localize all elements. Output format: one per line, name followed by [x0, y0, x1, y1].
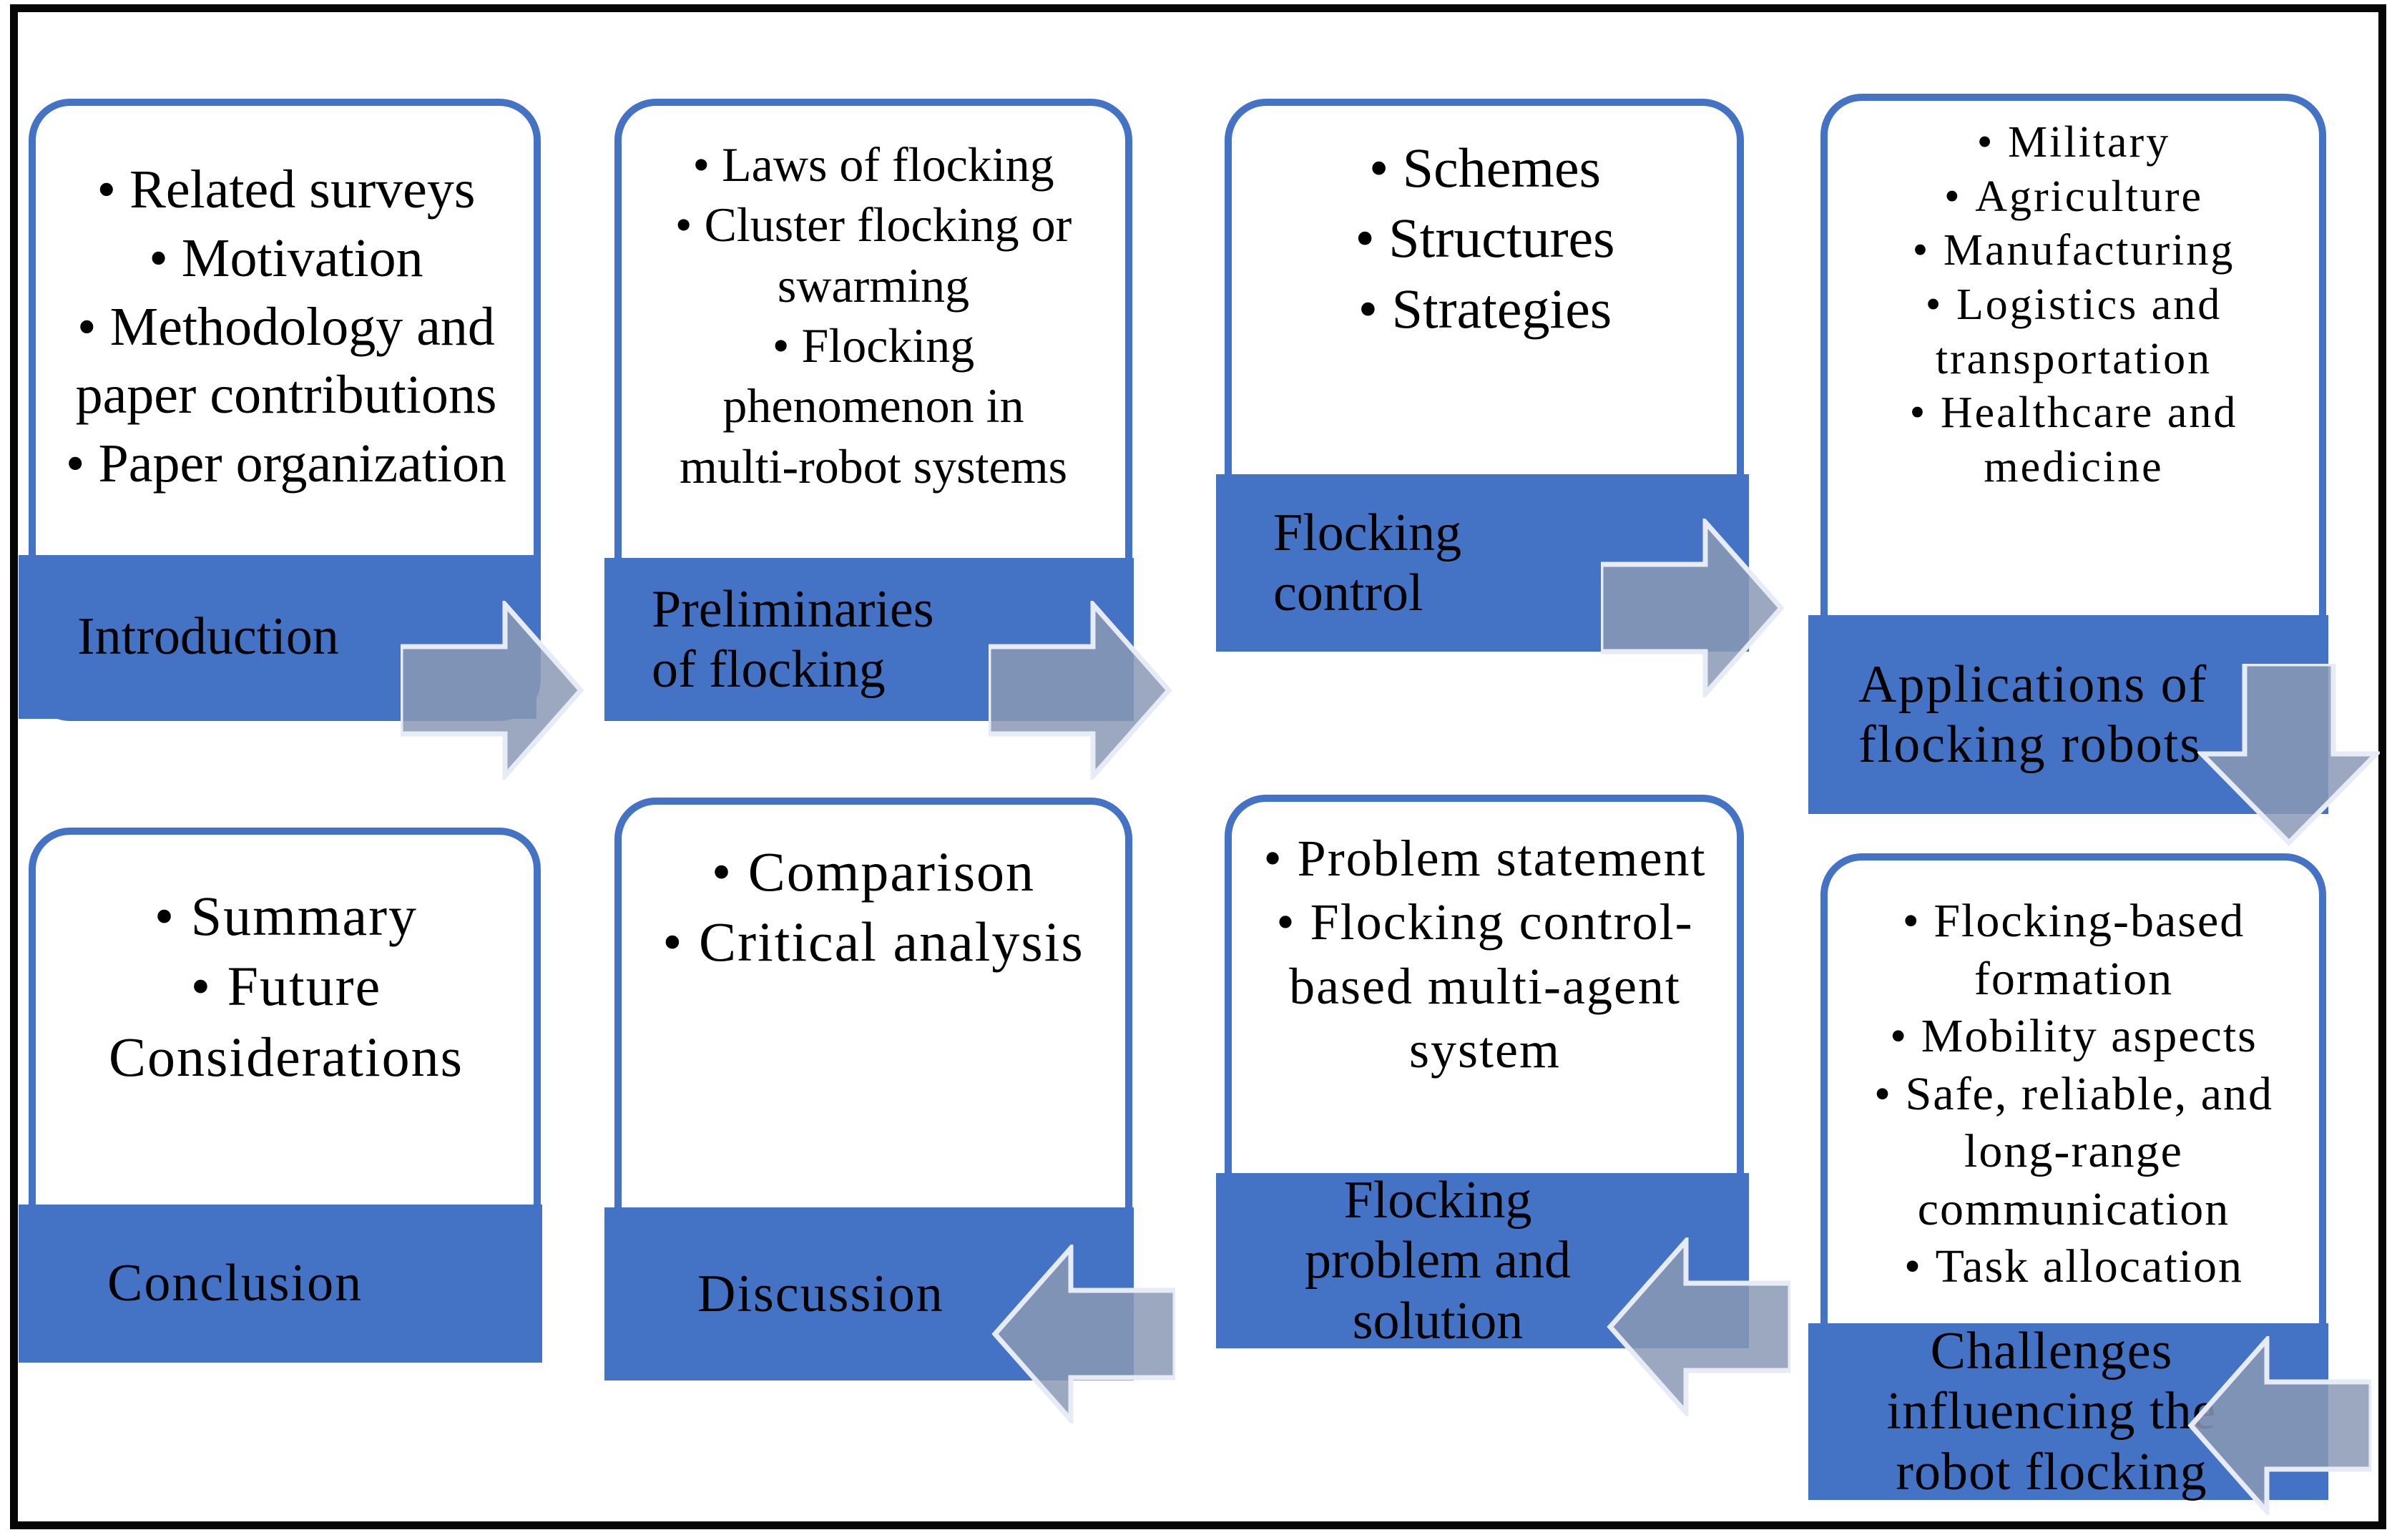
- section-band: Applications of flocking robots: [1808, 615, 2328, 814]
- section-label: Applications of flocking robots: [1858, 654, 2208, 774]
- bullet-item: Safe, reliable, and long-range communica…: [1829, 1066, 2318, 1239]
- section-band: Conclusion: [19, 1205, 542, 1363]
- outer-frame: [10, 4, 2386, 1529]
- bullet-item: Flocking-based formation: [1829, 893, 2318, 1008]
- flow-arrow-left-icon: [1607, 1237, 1790, 1416]
- bullet-item: Military: [1829, 116, 2318, 170]
- bullet-list: Laws of flocking Cluster flocking or swa…: [622, 134, 1125, 496]
- bullet-item: Methodology and paper contributions: [39, 293, 533, 431]
- bullet-item: Manufacturing: [1829, 224, 2318, 278]
- flow-arrow-right-icon: [989, 601, 1172, 780]
- bullet-list: Summary Future Considerations: [39, 881, 533, 1092]
- section-band: Flocking problem and solution: [1216, 1170, 1749, 1350]
- flow-arrow-right-icon: [1601, 519, 1785, 697]
- bullet-list: Military Agriculture Manufacturing Logis…: [1829, 116, 2318, 494]
- section-label: Conclusion: [107, 1254, 363, 1313]
- section-label: Flocking control: [1273, 503, 1462, 622]
- bullet-list: Flocking-based formation Mobility aspect…: [1829, 893, 2318, 1296]
- bullet-item: Laws of flocking: [622, 134, 1125, 195]
- bullet-item: Comparison: [622, 837, 1125, 907]
- bullet-item: Problem statement: [1235, 827, 1735, 891]
- bullet-list: Comparison Critical analysis: [622, 837, 1125, 978]
- bullet-item: Critical analysis: [622, 907, 1125, 977]
- bullet-item: Flocking phenomenon in multi-robot syste…: [622, 315, 1125, 496]
- bullet-item: Future Considerations: [39, 951, 533, 1092]
- bullet-list: Related surveys Motivation Methodology a…: [39, 156, 533, 499]
- bullet-item: Cluster flocking or swarming: [622, 195, 1125, 315]
- section-label: Introduction: [77, 607, 339, 667]
- bullet-item: Flocking control- based multi-agent syst…: [1235, 891, 1735, 1082]
- bullet-list: Schemes Structures Strategies: [1235, 133, 1735, 344]
- bullet-item: Logistics and transportation: [1829, 278, 2318, 386]
- bullet-item: Structures: [1235, 203, 1735, 273]
- bullet-item: Strategies: [1235, 274, 1735, 344]
- section-label: Preliminaries of flocking: [652, 579, 934, 699]
- section-label: Discussion: [697, 1264, 944, 1323]
- bullet-item: Motivation: [39, 225, 533, 293]
- section-label: Flocking problem and solution: [1305, 1170, 1571, 1350]
- bullet-item: Paper organization: [39, 430, 533, 499]
- bullet-item: Healthcare and medicine: [1829, 386, 2318, 494]
- bullet-item: Agriculture: [1829, 170, 2318, 225]
- bullet-item: Summary: [39, 881, 533, 951]
- bullet-item: Task allocation: [1829, 1238, 2318, 1296]
- bullet-item: Schemes: [1235, 133, 1735, 203]
- flow-arrow-left-icon: [2187, 1336, 2371, 1515]
- flow-arrow-left-icon: [991, 1245, 1175, 1423]
- bullet-list: Problem statement Flocking control- base…: [1235, 827, 1735, 1082]
- bullet-item: Mobility aspects: [1829, 1008, 2318, 1066]
- flow-arrow-down-icon: [2197, 664, 2380, 846]
- bullet-item: Related surveys: [39, 156, 533, 225]
- flow-arrow-right-icon: [401, 601, 584, 780]
